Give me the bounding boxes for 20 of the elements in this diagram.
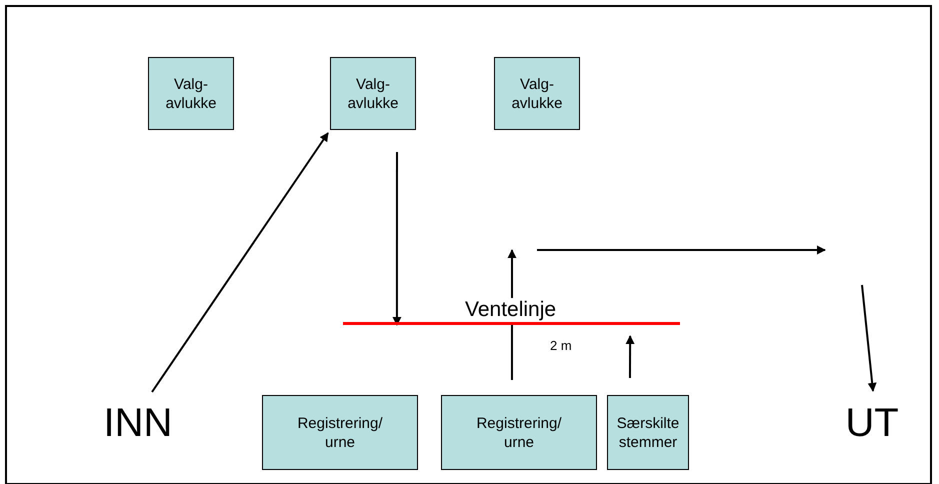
arrow [626,335,635,378]
arrow [861,284,877,392]
box-label: Særskilte stemmer [616,414,680,452]
box-label: Valg- avlukke [164,74,218,112]
box-label: Registrering/ urne [296,414,384,452]
box-label: Registrering/ urne [475,414,563,452]
box-label: Valg- avlukke [346,74,400,112]
box-label: Valg- avlukke [510,74,564,112]
arrow [151,132,329,393]
direction-text: INN [104,400,172,446]
station-box [607,395,689,470]
station-box [494,57,580,130]
station-box [148,57,234,130]
arrow [392,152,402,326]
station-box [262,395,418,470]
station-box [441,395,597,470]
line-label: Ventelinje [465,298,556,322]
direction-text: UT [845,400,899,446]
station-box [330,57,416,130]
distance-label: 2 m [550,338,572,353]
